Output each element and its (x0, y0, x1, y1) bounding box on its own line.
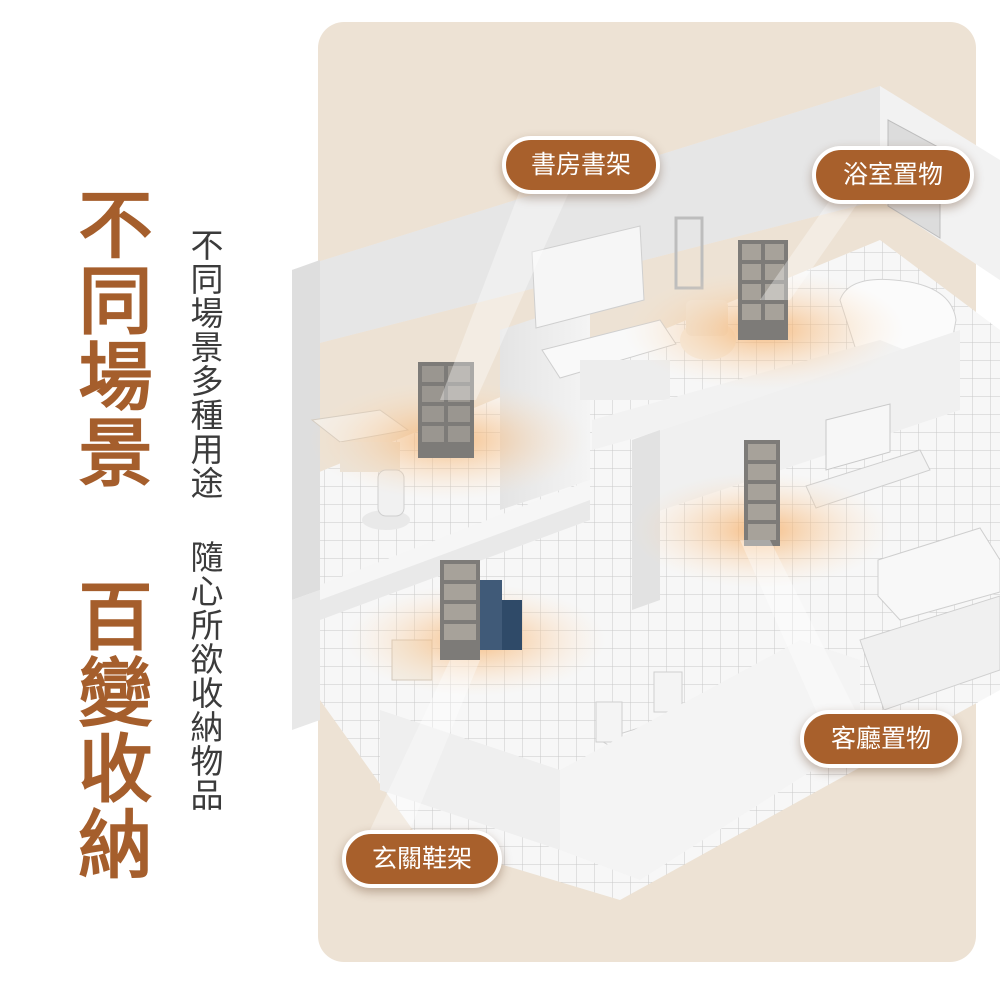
shoe-rack-entrance (440, 560, 522, 660)
left-wall (292, 260, 320, 600)
beam-living (740, 540, 860, 720)
shelf-study (418, 362, 474, 458)
front-wall (380, 710, 560, 850)
label-entrance-shoe-rack: 玄關鞋架 (342, 830, 502, 888)
beam-entrance (370, 660, 480, 830)
label-living-room-storage: 客廳置物 (800, 710, 962, 768)
shelf-bathroom (738, 240, 788, 340)
shelf-living (744, 440, 780, 546)
coffee-table (877, 527, 1000, 621)
tv (825, 403, 891, 471)
beam-bathroom (760, 200, 860, 300)
label-study-shelf: 書房書架 (502, 136, 660, 194)
headline: 不同場景 百變收納 (66, 186, 152, 882)
subline: 不同場景多種用途 隨心所欲收納物品 (185, 228, 224, 812)
label-bathroom-storage: 浴室置物 (812, 146, 974, 204)
dining-chair (653, 671, 683, 713)
sofa (859, 595, 1000, 711)
living-wall (632, 330, 960, 520)
beam-study (440, 190, 570, 400)
